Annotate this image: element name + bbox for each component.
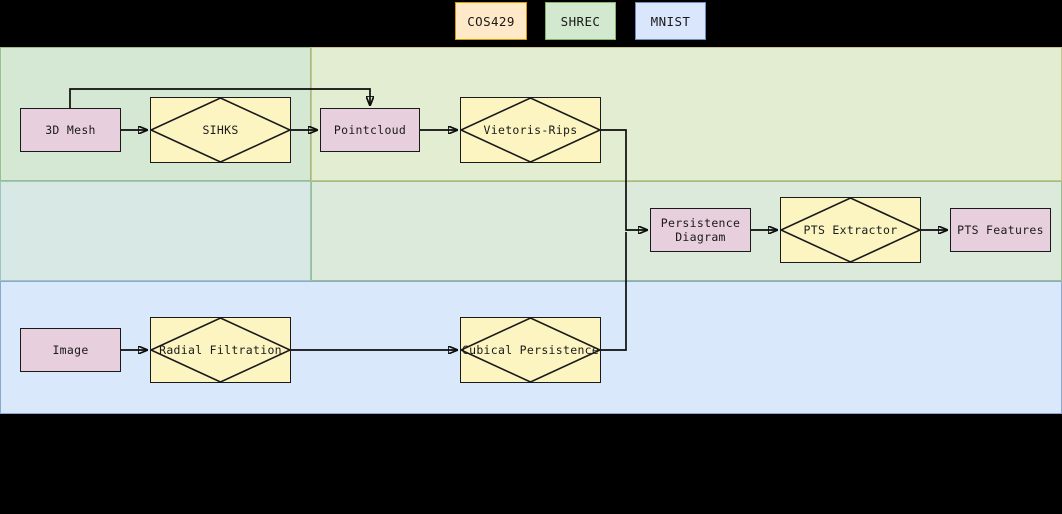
- node-persistence-diagram[interactable]: Persistence Diagram: [650, 208, 751, 252]
- node-label: PTS Features: [957, 223, 1044, 237]
- node-image[interactable]: Image: [20, 328, 121, 372]
- node-label: Pointcloud: [333, 123, 407, 137]
- node-pts-extractor[interactable]: PTS Extractor: [780, 197, 921, 263]
- node-label: Radial Filtration: [159, 343, 282, 357]
- node-label: 3D Mesh: [45, 123, 96, 137]
- legend-item-cos429[interactable]: COS429: [455, 2, 527, 40]
- node-3d-mesh[interactable]: 3D Mesh: [20, 108, 121, 152]
- node-radial-filtration[interactable]: Radial Filtration: [150, 317, 291, 383]
- node-label: Persistence Diagram: [660, 216, 741, 244]
- node-label: Cubical Persistence: [461, 343, 600, 357]
- node-pointcloud[interactable]: Pointcloud: [320, 108, 420, 152]
- band-cos429-top-right: [311, 47, 1062, 181]
- legend-item-shrec[interactable]: SHREC: [545, 2, 616, 40]
- node-cubical-persistence[interactable]: Cubical Persistence: [460, 317, 601, 383]
- node-pts-features[interactable]: PTS Features: [950, 208, 1051, 252]
- node-label: PTS Extractor: [803, 223, 898, 237]
- legend-item-label: SHREC: [560, 13, 601, 29]
- legend: COS429 SHREC MNIST: [0, 0, 1062, 45]
- band-shrec-mnist-mid-left: [0, 181, 311, 281]
- node-label: Vietoris-Rips: [483, 123, 578, 137]
- node-label: SIHKS: [202, 123, 239, 137]
- legend-item-mnist[interactable]: MNIST: [635, 2, 706, 40]
- legend-item-label: COS429: [467, 13, 515, 29]
- node-vietoris-rips[interactable]: Vietoris-Rips: [460, 97, 601, 163]
- legend-item-label: MNIST: [650, 13, 691, 29]
- node-label: Image: [52, 343, 89, 357]
- node-sihks[interactable]: SIHKS: [150, 97, 291, 163]
